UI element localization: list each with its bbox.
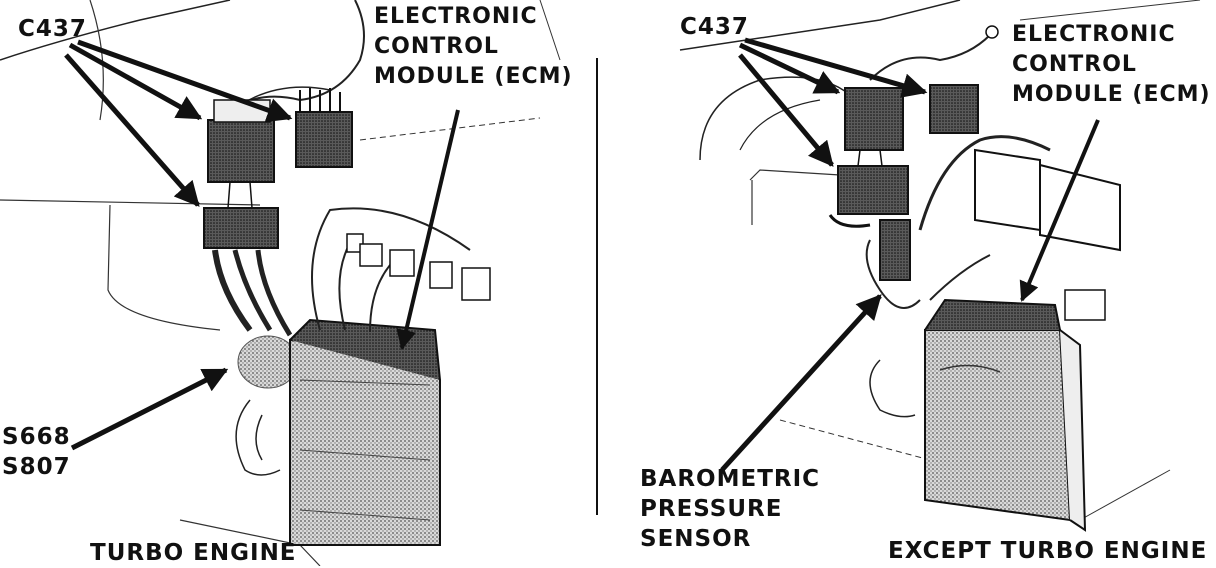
ecm-label-right-line-2: CONTROL — [1012, 52, 1137, 77]
c437-leader-r1 — [738, 42, 841, 95]
ecm-label-left-line-2: CONTROL — [374, 34, 499, 59]
splice-leader — [70, 367, 229, 451]
right-panel-drawing — [679, 0, 1201, 532]
ecm-label-left-line-1: ELECTRONIC — [374, 4, 538, 29]
c437-leader-r2 — [744, 37, 928, 98]
caption-except-turbo-engine: EXCEPT TURBO ENGINE — [888, 538, 1208, 564]
left-panel-drawing — [0, 0, 561, 566]
ecm-leader-right — [1019, 119, 1100, 302]
c437-leader-3 — [64, 53, 200, 207]
connector-label-left: C437 — [18, 16, 87, 42]
ecm-label-left-line-3: MODULE (ECM) — [374, 64, 573, 89]
c437-leader-r3 — [738, 53, 834, 167]
splice-label-1: S668 — [2, 424, 71, 450]
baro-sensor-label: BAROMETRIC PRESSURE SENSOR — [640, 464, 820, 554]
c437-leader-1 — [68, 42, 203, 121]
c437-leader-2 — [77, 39, 293, 123]
ecm-label-right: ELECTRONIC CONTROL MODULE (ECM) — [1012, 20, 1211, 110]
connector-label-right: C437 — [680, 14, 749, 40]
baro-sensor-label-line-2: PRESSURE — [640, 496, 783, 522]
ecm-leader-left — [396, 109, 460, 350]
caption-turbo-engine: TURBO ENGINE — [90, 540, 297, 566]
baro-leader — [720, 294, 882, 472]
baro-sensor-label-line-3: SENSOR — [640, 526, 752, 552]
ecm-label-right-line-1: ELECTRONIC — [1012, 22, 1176, 47]
baro-sensor-label-line-1: BAROMETRIC — [640, 466, 821, 492]
ecm-label-right-line-3: MODULE (ECM) — [1012, 82, 1211, 107]
splice-labels: S668 S807 — [2, 422, 71, 482]
splice-label-2: S807 — [2, 454, 71, 480]
ecm-label-left: ELECTRONIC CONTROL MODULE (ECM) — [374, 2, 573, 92]
